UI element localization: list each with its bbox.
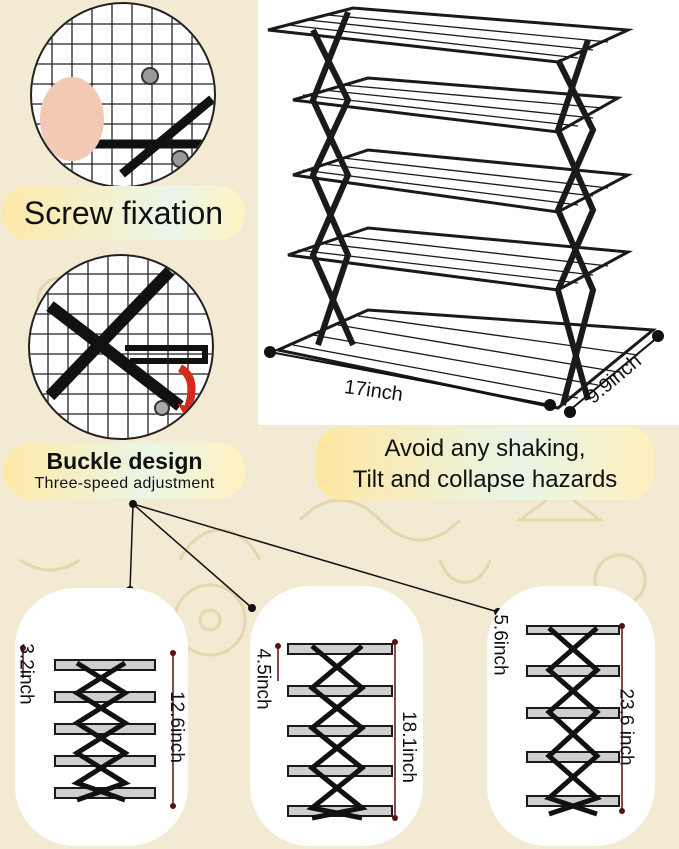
- hazard-line-2: Tilt and collapse hazards: [352, 465, 618, 493]
- height-card-high: 5.6inch 23.6 inch: [487, 586, 655, 846]
- gap-height-mid: 4.5inch: [252, 648, 274, 710]
- buckle-design-label: Buckle design Three-speed adjustment: [4, 443, 245, 499]
- folded-rack-illustration: [264, 6, 664, 418]
- screw-fixation-text: Screw fixation: [23, 194, 224, 231]
- gap-height-low: 3.2inch: [15, 643, 37, 705]
- rack-low-illustration: [20, 645, 176, 809]
- height-card-mid: 4.5inch 18.1inch: [250, 586, 423, 846]
- total-height-low: 12.6inch: [165, 691, 187, 763]
- rack-hero-image: 17inch 9.9inch: [258, 0, 679, 425]
- buckle-design-subtitle: Three-speed adjustment: [34, 475, 215, 492]
- total-height-high: 23.6 inch: [615, 688, 637, 766]
- rack-high-illustration: [526, 623, 625, 817]
- hazard-warning-label: Avoid any shaking, Tilt and collapse haz…: [316, 427, 654, 500]
- buckle-design-title: Buckle design: [46, 448, 203, 474]
- hazard-line-1: Avoid any shaking,: [384, 434, 586, 462]
- rack-mid-illustration: [275, 639, 398, 821]
- total-height-mid: 18.1inch: [397, 711, 419, 783]
- buckle-detail-circle: [28, 254, 214, 440]
- height-card-low: 3.2inch 12.6inch: [15, 588, 188, 846]
- gap-height-high: 5.6inch: [489, 614, 511, 676]
- screw-fixation-label: Screw fixation: [2, 186, 245, 240]
